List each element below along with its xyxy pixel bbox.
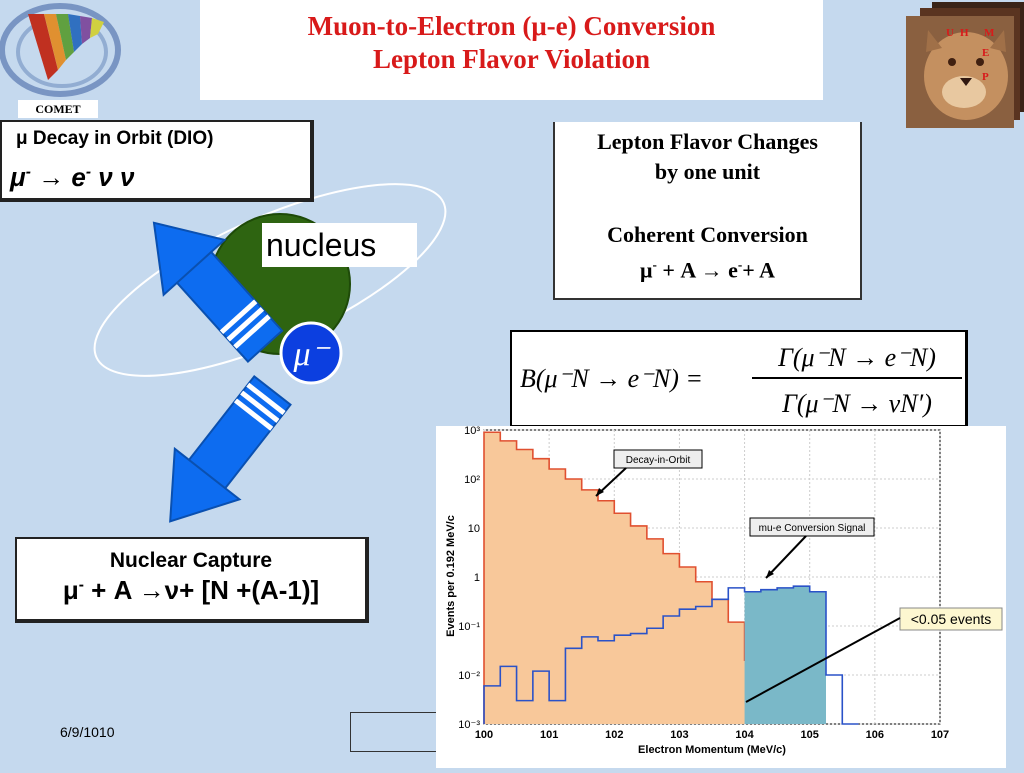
muon-label: μ⁻ <box>292 336 331 373</box>
uhmep-letter-m: M <box>984 27 995 39</box>
x-tick-label: 100 <box>475 729 493 741</box>
y-tick-label: 10 <box>468 523 480 535</box>
comet-logo <box>0 3 121 97</box>
lfv-line-2: by one unit <box>654 159 761 184</box>
x-tick-label: 105 <box>801 729 819 741</box>
signal-fill <box>744 586 826 724</box>
slide-title: Muon-to-Electron (μ-e) Conversion Lepton… <box>200 0 823 100</box>
muon-particle <box>279 321 343 385</box>
title-line-2: Lepton Flavor Violation <box>372 44 651 74</box>
dio-title: μ Decay in Orbit (DIO) <box>16 128 214 149</box>
dio-arrow <box>152 221 284 363</box>
dio-annotation-box <box>613 449 703 469</box>
nuclear-capture-equation: μ- + A →ν+ [N +(A-1)] <box>62 575 320 605</box>
title-line-1: Muon-to-Electron (μ-e) Conversion <box>307 11 716 41</box>
comet-label: COMET <box>18 100 98 118</box>
nuclear-capture-box: Nuclear Capture μ- + A →ν+ [N +(A-1)] <box>15 537 369 623</box>
dio-annotation: Decay-in-Orbit <box>626 455 691 466</box>
signal-series-line <box>483 585 859 725</box>
signal-annotation-arrow <box>765 535 807 579</box>
formula-numerator: Γ(μ⁻N → e⁻N) <box>777 343 936 372</box>
x-tick-label: 106 <box>866 729 884 741</box>
signal-annotation: mu-e Conversion Signal <box>759 523 866 534</box>
lfv-equation: μ- + A → e-+ A <box>640 257 775 283</box>
dio-equation: μ- → e- ν ν <box>10 162 135 192</box>
y-tick-label: 10⁻¹ <box>458 621 480 633</box>
dio-box: μ Decay in Orbit (DIO) μ- → e- ν ν <box>0 120 314 202</box>
uhmep-letter-h: H <box>960 27 969 39</box>
nucleus-label: nucleus <box>262 223 417 267</box>
uhmep-letter-p: P <box>982 71 989 83</box>
footer-box <box>350 712 440 752</box>
events-annotation: <0.05 events <box>911 611 992 627</box>
x-axis-label: Electron Momentum (MeV/c) <box>638 744 786 756</box>
histogram-svg: 100 101 102 103 104 105 106 107 10⁻³ 10⁻² 10⁻¹ 1 10 1… <box>445 425 1003 756</box>
uhmep-letter-u: U <box>946 27 954 39</box>
events-annotation-arrow <box>745 617 901 703</box>
y-tick-label: 10⁻² <box>458 670 480 682</box>
x-tick-label: 102 <box>605 729 623 741</box>
slide-date: 6/9/1010 <box>60 724 115 740</box>
signal-annotation-box <box>749 517 875 537</box>
x-tick-label: 101 <box>540 729 558 741</box>
formula-denominator: Γ(μ⁻N → νN′) <box>781 389 932 418</box>
lfv-line-3: Coherent Conversion <box>607 222 808 247</box>
y-axis-label: Events per 0.192 MeV/c <box>445 515 457 637</box>
uhmep-letter-e: E <box>982 47 989 59</box>
y-tick-label: 10² <box>464 474 480 486</box>
capture-arrow <box>169 374 292 523</box>
x-tick-label: 103 <box>670 729 688 741</box>
y-tick-label: 10⁻³ <box>458 719 480 731</box>
lfv-line-1: Lepton Flavor Changes <box>597 129 818 154</box>
dio-series-line <box>483 431 778 724</box>
y-tick-label: 10³ <box>464 426 480 437</box>
uhmep-logo: U H M E P <box>906 2 1024 128</box>
formula-lhs: B(μ⁻N → e⁻N) = <box>520 364 703 393</box>
x-tick-label: 107 <box>931 729 949 741</box>
branching-ratio-formula: B(μ⁻N → e⁻N) = Γ(μ⁻N → e⁻N) Γ(μ⁻N → νN′) <box>510 330 968 428</box>
momentum-histogram: 100 101 102 103 104 105 106 107 10⁻³ 10⁻² 10⁻¹ 1 10 1… <box>436 425 1006 768</box>
nuclear-capture-title: Nuclear Capture <box>109 549 273 572</box>
x-tick-label: 104 <box>735 729 754 741</box>
lfv-box: Lepton Flavor Changes by one unit Cohere… <box>553 122 862 300</box>
dio-fill <box>484 432 778 724</box>
y-tick-label: 1 <box>474 572 480 584</box>
